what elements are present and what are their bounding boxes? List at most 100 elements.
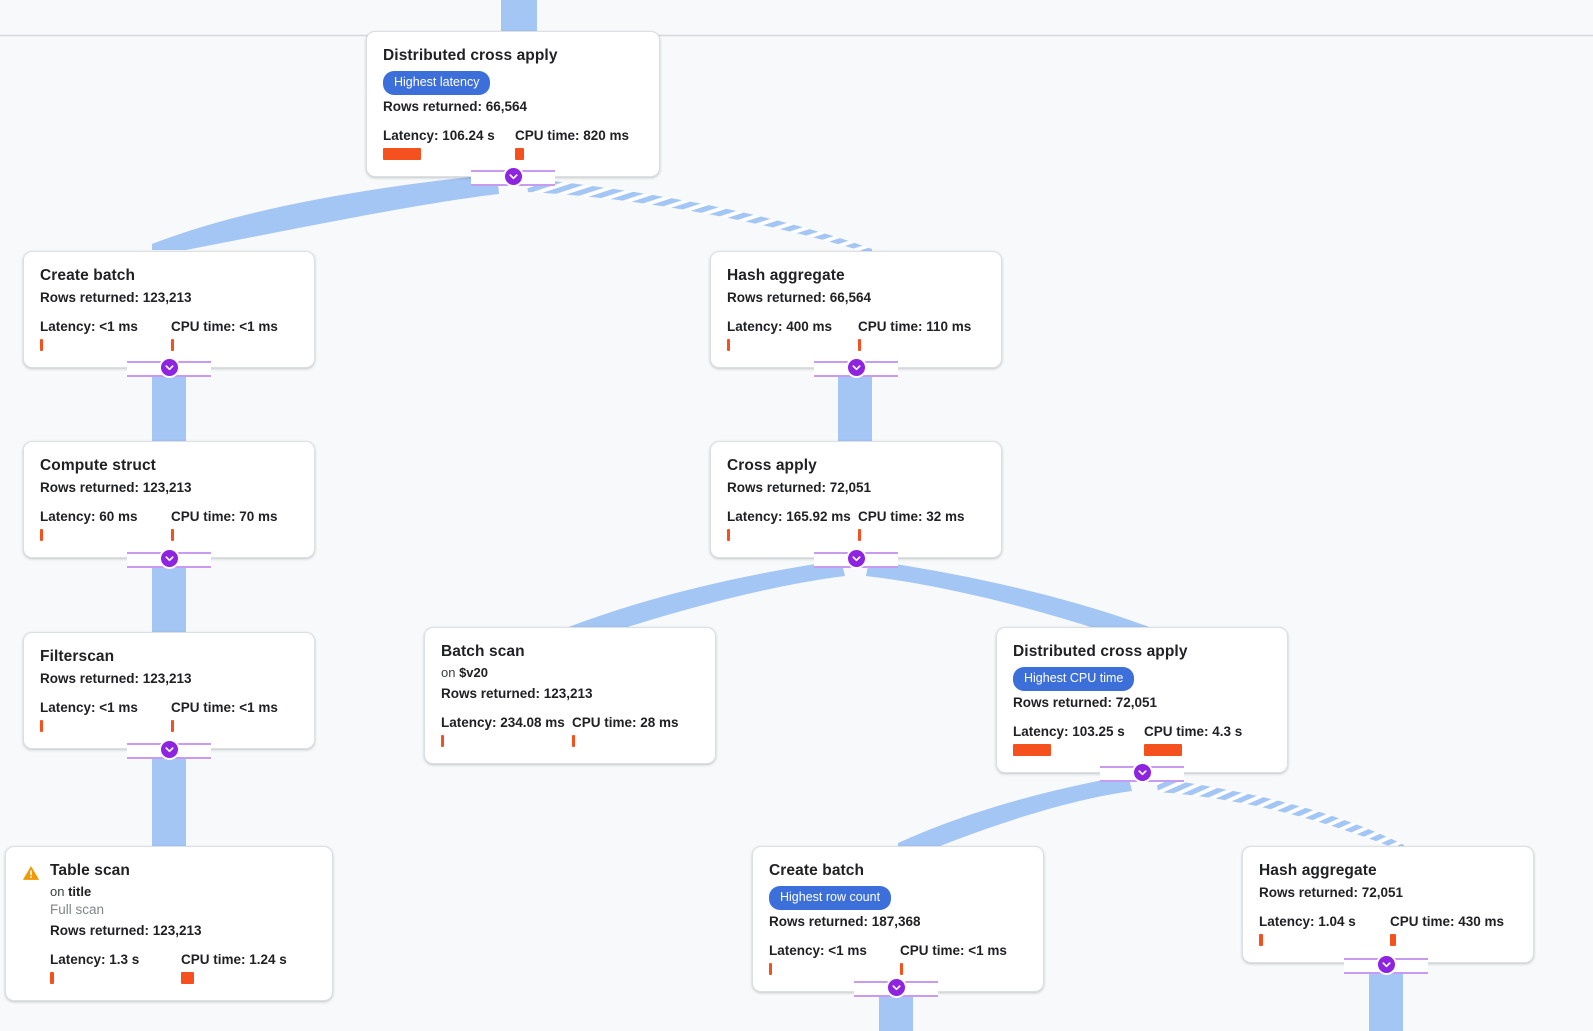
metrics-row: Latency: 400 ms CPU time: 110 ms [727,319,985,351]
metric-cpu-bar [858,529,861,541]
rows-returned: Rows returned: 72,051 [1013,694,1158,710]
status-badge-highest-cpu-time: Highest CPU time [1013,667,1135,691]
metric-latency-bar [727,529,730,541]
metric-latency: Latency: 103.25 s [1013,724,1144,756]
collapse-toggle-cross-apply[interactable] [814,547,898,569]
warning-icon [22,865,40,880]
metric-cpu: CPU time: 110 ms [858,319,971,351]
metrics-row: Latency: 1.04 s CPU time: 430 ms [1259,914,1517,946]
metric-latency-bar [1259,934,1263,946]
chevron-down-icon[interactable] [845,547,867,569]
metric-latency: Latency: 400 ms [727,319,858,351]
metrics-row: Latency: <1 ms CPU time: <1 ms [40,319,298,351]
metric-cpu: CPU time: 1.24 s [181,952,287,984]
node-title: Table scan [50,862,130,879]
metric-cpu-label: CPU time: 430 ms [1390,914,1505,929]
metric-cpu: CPU time: 70 ms [171,509,278,541]
metric-cpu-bar [1144,743,1182,756]
metric-latency-bar [40,720,43,732]
on-prefix: on [441,665,460,680]
node-subject-note: Full scan [50,902,105,917]
metrics-row: Latency: <1 ms CPU time: <1 ms [40,700,298,732]
metric-latency-bar [40,339,43,351]
edge-root-to-create-batch [152,174,499,250]
metric-cpu-bar [171,720,174,732]
node-title: Batch scan [441,643,525,660]
metric-latency-label: Latency: 234.08 ms [441,715,565,730]
chevron-down-icon[interactable] [885,976,907,998]
metric-cpu-label: CPU time: <1 ms [171,319,278,334]
rows-returned: Rows returned: 123,213 [40,671,192,686]
metric-cpu-label: CPU time: <1 ms [171,700,278,715]
metric-latency-label: Latency: 103.25 s [1013,723,1125,739]
plan-node-filterscan[interactable]: Filterscan Rows returned: 123,213 Latenc… [23,632,315,749]
metric-cpu: CPU time: <1 ms [171,319,278,351]
collapse-toggle-create-batch-left[interactable] [127,356,211,378]
rows-returned: Rows returned: 123,213 [40,480,192,495]
metric-cpu-bar [1390,934,1396,946]
metric-cpu-bar [572,735,575,747]
metrics-row: Latency: 106.24 s CPU time: 820 ms [383,128,643,160]
chevron-down-icon[interactable] [1375,953,1397,975]
plan-node-hash-aggregate-bottom[interactable]: Hash aggregate Rows returned: 72,051 Lat… [1242,846,1534,963]
metric-cpu-bar [858,339,861,351]
collapse-toggle-root[interactable] [471,165,555,187]
collapse-toggle-hash-aggregate-top[interactable] [814,356,898,378]
chevron-down-icon[interactable] [158,547,180,569]
plan-node-batch-scan[interactable]: Batch scan on $v20 Rows returned: 123,21… [424,627,716,764]
chevron-down-icon[interactable] [158,738,180,760]
rows-returned: Rows returned: 66,564 [383,98,528,114]
plan-node-hash-aggregate-top[interactable]: Hash aggregate Rows returned: 66,564 Lat… [710,251,1002,368]
metric-latency: Latency: 60 ms [40,509,171,541]
edge-root-to-hash-aggregate [526,178,872,254]
subject-name: $v20 [459,665,488,680]
metric-latency: Latency: <1 ms [769,943,900,975]
plan-node-compute-struct[interactable]: Compute struct Rows returned: 123,213 La… [23,441,315,558]
collapse-toggle-hash-aggregate-bottom[interactable] [1344,953,1428,975]
metrics-row: Latency: 60 ms CPU time: 70 ms [40,509,298,541]
metric-latency-label: Latency: 400 ms [727,319,833,334]
chevron-down-icon[interactable] [1131,761,1153,783]
metric-cpu-bar [171,339,174,351]
rows-returned: Rows returned: 123,213 [441,686,593,701]
plan-node-create-batch-left[interactable]: Create batch Rows returned: 123,213 Late… [23,251,315,368]
plan-node-cross-apply[interactable]: Cross apply Rows returned: 72,051 Latenc… [710,441,1002,558]
plan-node-distributed-cross-apply-lower[interactable]: Distributed cross apply Highest CPU time… [996,627,1288,773]
node-title: Distributed cross apply [1013,643,1188,660]
metrics-row: Latency: 1.3 s CPU time: 1.24 s [50,952,316,984]
metric-cpu-label: CPU time: 28 ms [572,715,679,730]
chevron-down-icon[interactable] [845,356,867,378]
chevron-down-icon[interactable] [502,165,524,187]
plan-node-distributed-cross-apply-root[interactable]: Distributed cross apply Highest latency … [366,31,660,177]
metric-cpu-label: CPU time: 110 ms [858,319,972,334]
edge-hash-aggregate-bottom-outgoing [1369,968,1403,1031]
collapse-toggle-create-batch-bottom[interactable] [854,976,938,998]
metrics-row: Latency: 165.92 ms CPU time: 32 ms [727,509,985,541]
metric-cpu-bar [181,972,194,984]
metric-cpu-label: CPU time: 820 ms [515,127,630,143]
metric-cpu: CPU time: 430 ms [1390,914,1504,946]
metric-latency-bar [727,339,730,351]
metric-latency-bar [1013,743,1051,756]
collapse-toggle-compute-struct[interactable] [127,547,211,569]
metrics-row: Latency: <1 ms CPU time: <1 ms [769,943,1027,975]
metric-latency-label: Latency: <1 ms [769,942,867,958]
plan-node-create-batch-bottom[interactable]: Create batch Highest row count Rows retu… [752,846,1044,992]
metric-latency-bar [40,529,43,541]
collapse-toggle-filterscan[interactable] [127,738,211,760]
metric-latency-label: Latency: 106.24 s [383,127,495,143]
metric-latency-label: Latency: <1 ms [40,700,138,715]
metric-cpu: CPU time: 28 ms [572,715,679,747]
chevron-down-icon[interactable] [158,356,180,378]
rows-returned: Rows returned: 187,368 [769,913,921,929]
metric-cpu-bar [171,529,174,541]
node-title: Compute struct [40,457,156,474]
collapse-toggle-distributed-cross-apply-lower[interactable] [1100,761,1184,783]
status-badge-highest-row-count: Highest row count [769,886,892,910]
metric-latency: Latency: 1.3 s [50,952,181,984]
metric-latency-label: Latency: <1 ms [40,319,138,334]
metrics-row: Latency: 103.25 s CPU time: 4.3 s [1013,724,1271,756]
plan-node-table-scan[interactable]: Table scan on title Full scan Rows retur… [5,846,333,1001]
metric-cpu: CPU time: <1 ms [900,943,1007,975]
